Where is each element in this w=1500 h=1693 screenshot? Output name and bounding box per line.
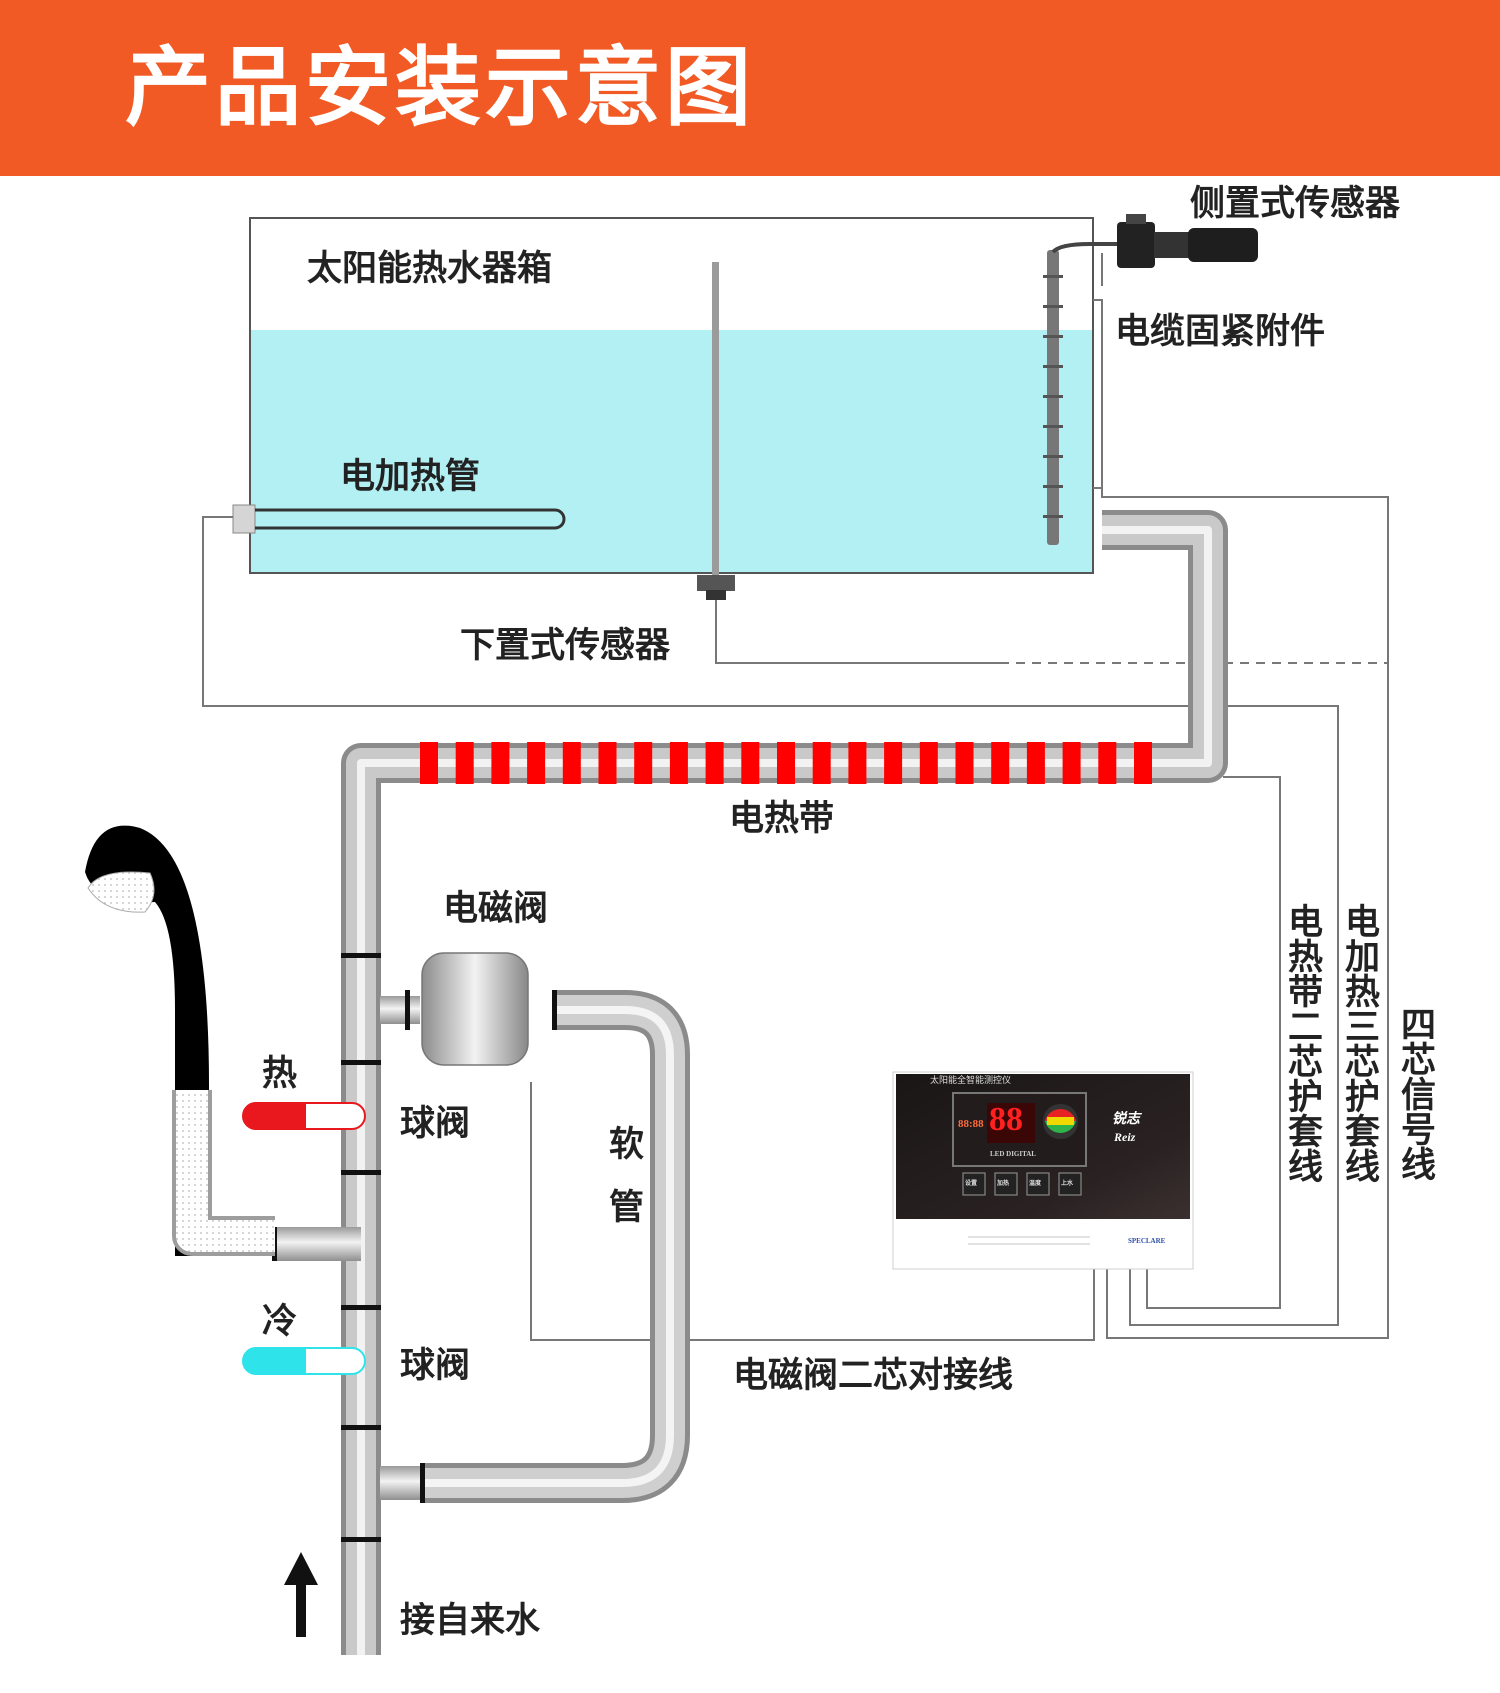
controller-button-2: 加热 — [997, 1181, 1010, 1187]
controller-small-digits: 88:88 — [958, 1118, 984, 1130]
heat-band-segment — [562, 742, 581, 784]
heat-band-segment — [598, 742, 617, 784]
tank-water — [251, 330, 1092, 572]
heat-band-segment — [919, 742, 938, 784]
heat-band-segment — [955, 742, 974, 784]
pipe-system — [272, 510, 1228, 1655]
label-cable-fastener: 电缆固紧附件 — [1115, 312, 1326, 352]
heat-band-segment — [420, 742, 438, 784]
label-bottom-sensor: 下置式传感器 — [460, 626, 671, 666]
heat-band-segment — [1062, 742, 1081, 784]
label-hose: 软管 — [603, 1125, 643, 1251]
controller-brand-cn: 锐志 — [1112, 1112, 1140, 1127]
hot-indicator — [242, 1102, 366, 1130]
label-tap-water: 接自来水 — [400, 1601, 541, 1641]
label-heat-band-wire: 电热带二芯护套线 — [1282, 903, 1322, 1183]
heat-band-segment — [455, 742, 474, 784]
label-cold: 冷 — [262, 1302, 298, 1342]
side-sensor — [1043, 214, 1258, 545]
heat-band-segment — [1098, 742, 1117, 784]
heat-band-segment — [1026, 742, 1045, 784]
heat-band-segment — [991, 742, 1010, 784]
label-side-sensor: 侧置式传感器 — [1190, 184, 1401, 224]
solar-tank — [249, 217, 1094, 574]
solenoid-valve — [421, 952, 529, 1066]
label-solenoid-valve: 电磁阀 — [443, 889, 549, 929]
shower-head — [85, 825, 275, 1256]
heat-band-segment — [848, 742, 867, 784]
label-signal-wire: 四芯信号线 — [1395, 1006, 1435, 1181]
label-solenoid-wire: 电磁阀二芯对接线 — [733, 1356, 1014, 1396]
controller-footer-text: SPECLARE — [1128, 1237, 1166, 1245]
heat-band-segment — [741, 742, 760, 784]
label-electric-heater: 电加热管 — [340, 457, 481, 497]
cold-indicator — [242, 1347, 366, 1375]
page-title: 产品安装示意图 — [125, 38, 755, 138]
controller — [892, 1071, 1194, 1270]
label-ball-valve-cold: 球阀 — [400, 1346, 471, 1386]
heat-band-segment — [1134, 742, 1152, 784]
controller-button-4: 上水 — [1061, 1181, 1074, 1187]
controller-header-text: 太阳能全智能测控仪 — [930, 1075, 1012, 1085]
bottom-sensor — [697, 262, 735, 600]
label-tank: 太阳能热水器箱 — [307, 249, 553, 289]
electric-heater-tube — [232, 504, 566, 534]
heat-band — [420, 742, 1152, 784]
controller-button-3: 温度 — [1029, 1181, 1042, 1187]
heat-band-segment — [884, 742, 903, 784]
heat-band-segment — [669, 742, 688, 784]
wiring — [202, 253, 1389, 1341]
header-banner: 产品安装示意图 — [0, 0, 1500, 176]
inlet-arrow-icon — [284, 1552, 318, 1637]
label-heat-band: 电热带 — [729, 799, 835, 839]
heat-band-segment — [634, 742, 653, 784]
controller-button-1: 设置 — [965, 1181, 978, 1187]
label-heater-wire: 电加热三芯护套线 — [1339, 903, 1379, 1183]
controller-panel-caption: LED DIGITAL — [990, 1150, 1036, 1158]
controller-brand-en: Reiz — [1114, 1130, 1136, 1144]
label-hot: 热 — [262, 1054, 298, 1094]
heat-band-segment — [705, 742, 724, 784]
heat-band-segment — [812, 742, 831, 784]
heat-band-segment — [527, 742, 546, 784]
heat-band-segment — [777, 742, 795, 784]
label-ball-valve-hot: 球阀 — [400, 1104, 471, 1144]
controller-display-digits: 88 — [989, 1101, 1023, 1138]
heat-band-segment — [491, 742, 510, 784]
